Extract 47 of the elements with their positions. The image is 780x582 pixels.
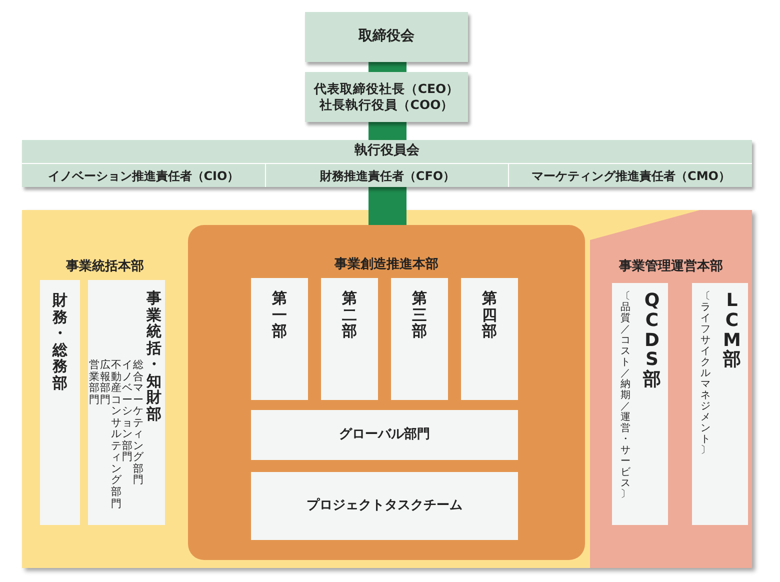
department-name: 執行役員会: [354, 142, 420, 160]
department-name: 取締役会: [357, 27, 416, 46]
department-name: 財務推進責任者（CFO）: [318, 168, 456, 184]
department-box: [692, 283, 748, 525]
section-name: 総合マーケティング部門: [133, 360, 144, 488]
department-name: イノベーション推進責任者（CIO）: [46, 168, 240, 184]
division-title: 事業創造推進本部: [334, 256, 440, 274]
connector-bar: [368, 122, 406, 140]
division-title: 事業管理運営本部: [618, 258, 724, 276]
executive-box: [305, 72, 468, 122]
connector-bar: [368, 62, 406, 72]
department-box: [251, 472, 518, 540]
department-name: プロジェクトタスクチーム: [306, 496, 464, 515]
committee-band: [22, 140, 752, 187]
department-box: [461, 278, 518, 400]
section-name: 不動産コンサルティング部門: [111, 360, 122, 512]
board-box: [305, 12, 468, 62]
department-note: 〔品質／コスト／納期／運営・サービス〕: [620, 291, 632, 502]
department-name: 第二部: [340, 290, 358, 342]
department-name: マーケティング推進責任者（CMO）: [530, 168, 732, 184]
department-name: 第一部: [270, 290, 288, 342]
department-box: [251, 410, 518, 460]
department-name: LCM部: [722, 291, 742, 372]
department-name: 財務・総務部: [51, 292, 68, 394]
department-box: [612, 283, 668, 525]
section-name: イノベーション部門: [122, 360, 133, 466]
department-note: 〔ライフサイクルマネジメント〕: [700, 291, 712, 458]
department-box: [321, 278, 378, 400]
officer-cell: [265, 163, 508, 187]
officer-cell: [508, 163, 752, 187]
department-box: [251, 278, 308, 400]
division-panel: [590, 210, 752, 568]
division-panel: [188, 225, 585, 560]
department-name: グローバル部門: [338, 426, 431, 444]
section-name: 営業部門: [89, 360, 100, 408]
section-name: 広報部門: [100, 360, 111, 408]
department-name: 第四部: [480, 290, 498, 342]
connector-bar: [368, 187, 406, 225]
division-title: 事業統括本部: [65, 258, 145, 276]
department-name: 事業統括・知財部: [145, 290, 162, 424]
department-box: [391, 278, 448, 400]
officer-cell: [22, 163, 265, 187]
department-box: [40, 280, 80, 525]
department-name: QCDS部: [642, 291, 662, 392]
department-name: 第三部: [410, 290, 428, 342]
department-name: 代表取締役社長（CEO）社長執行役員（COO）: [312, 80, 460, 114]
department-box: [88, 280, 165, 525]
